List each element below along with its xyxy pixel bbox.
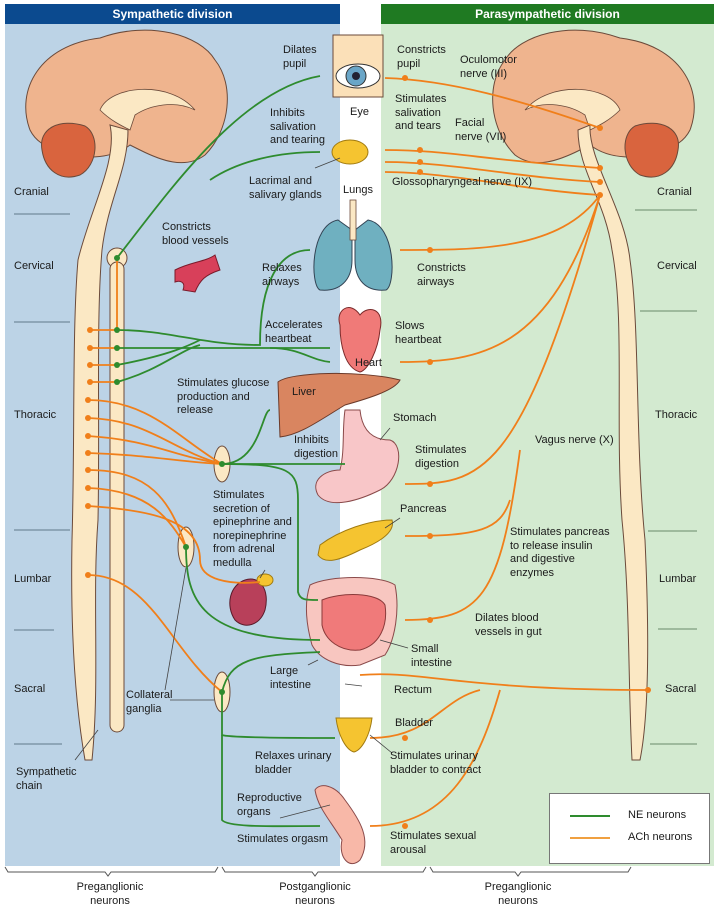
legend-label: NE neurons xyxy=(628,809,687,821)
left-segment-sacral: Sacral xyxy=(14,683,46,695)
heart-organ xyxy=(338,307,382,373)
relaxes-bladder-label: Relaxes urinary bladder xyxy=(255,750,332,776)
legend: NE neurons ACh neurons xyxy=(549,793,710,864)
preganglionic-right-label: Preganglionic neurons xyxy=(484,881,552,907)
pancreas-label: Pancreas xyxy=(400,503,447,515)
right-segment-thoracic: Thoracic xyxy=(655,409,698,421)
left-segment-cervical: Cervical xyxy=(14,260,54,272)
left-brain xyxy=(25,29,228,761)
lungs-organ xyxy=(313,199,393,291)
pointer-lines xyxy=(74,157,409,819)
right-segment-dividers xyxy=(635,209,697,745)
eye-organ xyxy=(332,34,384,98)
ne-neurons xyxy=(116,75,345,828)
dilates-pupil-label: Dilates pupil xyxy=(283,44,317,70)
legend-item-ach: ACh neurons xyxy=(550,828,709,848)
small-intestine-label: Small intestine xyxy=(411,643,452,669)
legend-label: ACh neurons xyxy=(628,831,693,843)
lacrimal-label: Lacrimal and salivary glands xyxy=(249,175,322,201)
collateral-ganglia-shapes xyxy=(177,445,231,713)
legend-item-ne: NE neurons xyxy=(550,806,709,826)
stomach-label: Stomach xyxy=(393,412,437,424)
ne-swatch xyxy=(570,815,610,817)
parasympathetic-header: Parasympathetic division xyxy=(381,4,714,24)
blood-vessel xyxy=(174,254,221,293)
constricts-vessels-label: Constricts blood vessels xyxy=(162,221,229,247)
sympathetic-chain-label: Sympathetic chain xyxy=(16,766,77,792)
bottom-braces xyxy=(4,866,632,877)
slows-heartbeat-label: Slows heartbeat xyxy=(395,320,442,346)
left-segment-cranial: Cranial xyxy=(14,186,49,198)
left-segment-dividers xyxy=(14,213,70,745)
reproductive-label: Reproductive organs xyxy=(237,792,302,818)
stimulates-orgasm-label: Stimulates orgasm xyxy=(237,833,329,845)
stimulates-salivation-label: Stimulates salivation and tears xyxy=(395,93,447,132)
stimulates-digestion-label: Stimulates digestion xyxy=(415,444,467,470)
kidney-organ xyxy=(229,573,274,626)
stimulates-epinephrine-label: Stimulates secretion of epinephrine and … xyxy=(213,489,292,569)
large-intestine-label: Large intestine xyxy=(270,665,311,691)
eye-label: Eye xyxy=(350,106,369,118)
relaxes-airways-label: Relaxes airways xyxy=(262,262,302,288)
ne-cell-bodies xyxy=(114,255,225,695)
constricts-pupil-label: Constricts pupil xyxy=(397,44,446,70)
ach-swatch xyxy=(570,837,610,839)
accelerates-heartbeat-label: Accelerates heartbeat xyxy=(265,319,323,345)
bladder-label: Bladder xyxy=(395,717,433,729)
left-segment-lumbar: Lumbar xyxy=(14,573,52,585)
heart-label: Heart xyxy=(355,357,382,369)
dilates-gut-vessels-label: Dilates blood vessels in gut xyxy=(475,612,542,638)
liver-label: Liver xyxy=(292,386,316,398)
right-segment-sacral: Sacral xyxy=(665,683,697,695)
right-segment-lumbar: Lumbar xyxy=(659,573,697,585)
bladder-organ xyxy=(335,717,373,753)
liver-organ xyxy=(277,372,401,438)
lungs-label: Lungs xyxy=(343,184,373,196)
glossopharyngeal-nerve-label: Glossopharyngeal nerve (IX) xyxy=(392,176,533,188)
right-brain xyxy=(492,29,695,761)
ach-neurons xyxy=(87,77,649,827)
right-segment-cervical: Cervical xyxy=(657,260,697,272)
collateral-ganglia-label: Collateral ganglia xyxy=(126,689,173,715)
postganglionic-label: Postganglionic neurons xyxy=(279,881,351,907)
intestine-organ xyxy=(306,577,398,667)
facial-nerve-label: Facial nerve (VII) xyxy=(455,117,507,143)
vagus-nerve-label: Vagus nerve (X) xyxy=(535,434,614,446)
oculomotor-nerve-label: Oculomotor nerve (III) xyxy=(460,54,517,80)
right-segment-cranial: Cranial xyxy=(657,186,692,198)
inhibits-digestion-label: Inhibits digestion xyxy=(294,434,339,460)
stomach-organ xyxy=(315,409,400,504)
rectum-label: Rectum xyxy=(394,684,432,696)
pancreas-organ xyxy=(317,519,394,561)
lacrimal-gland-organ xyxy=(331,139,369,165)
inhibits-salivation-label: Inhibits salivation and tearing xyxy=(270,107,326,146)
constricts-airways-label: Constricts airways xyxy=(417,262,466,288)
ach-cell-bodies xyxy=(85,75,651,829)
stimulates-bladder-label: Stimulates urinary bladder to contract xyxy=(390,750,482,776)
reproductive-organ xyxy=(314,785,366,865)
stimulates-arousal-label: Stimulates sexual arousal xyxy=(390,830,477,856)
stimulates-glucose-label: Stimulates glucose production and releas… xyxy=(177,377,270,416)
sympathetic-header: Sympathetic division xyxy=(5,4,340,24)
stimulates-pancreas-label: Stimulates pancreas to release insulin a… xyxy=(510,526,610,579)
preganglionic-left-label: Preganglionic neurons xyxy=(76,881,144,907)
left-segment-thoracic: Thoracic xyxy=(14,409,57,421)
